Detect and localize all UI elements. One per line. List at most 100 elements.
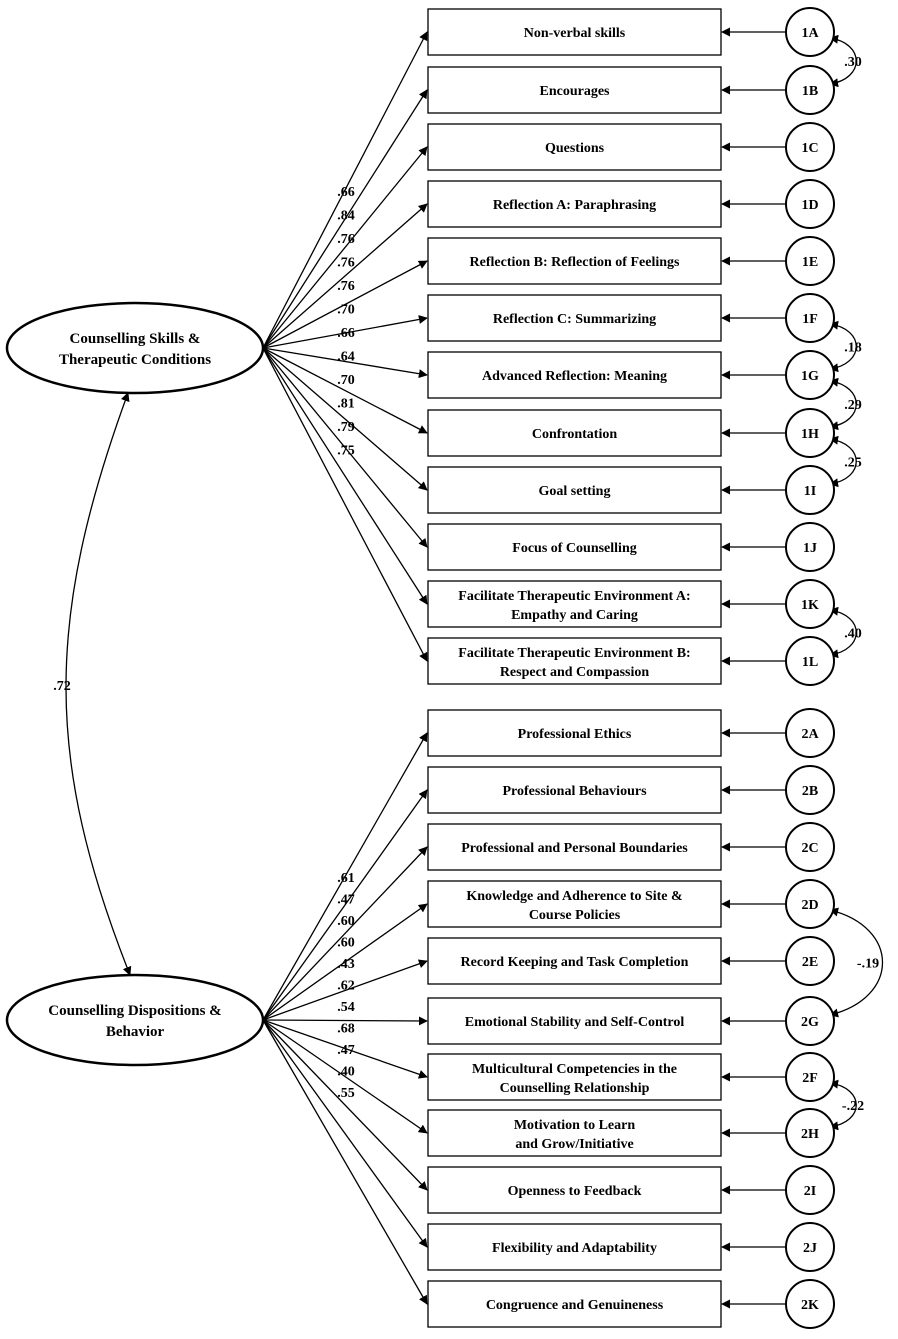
error-covariance-value: -.19 [857, 957, 879, 972]
indicator-label: Professional Behaviours [502, 784, 647, 799]
error-term-label: 2I [804, 1184, 816, 1199]
error-term-circle [785, 579, 835, 629]
loading-value: .75 [337, 444, 355, 459]
error-term-label: 2A [801, 727, 819, 742]
indicator-box [427, 66, 722, 114]
error-term-circle [785, 408, 835, 458]
error-term-label: 1C [801, 141, 818, 156]
error-term-circle [785, 236, 835, 286]
indicator-box [427, 1166, 722, 1214]
loading-value: .70 [337, 303, 355, 318]
indicator-label: Facilitate Therapeutic Environment B: [458, 646, 690, 661]
indicator-box [427, 523, 722, 571]
error-term-circle [785, 522, 835, 572]
error-term-label: 2K [801, 1298, 819, 1313]
loading-value: .47 [337, 893, 355, 908]
loading-value: .64 [337, 350, 355, 365]
error-term-circle [785, 765, 835, 815]
loading-arrow [262, 347, 428, 548]
loading-arrow [262, 846, 428, 1021]
error-term-circle [785, 293, 835, 343]
error-term-label: 2C [801, 841, 818, 856]
error-covariance-arrow [829, 907, 883, 1018]
error-covariance-arrow [829, 377, 857, 431]
indicator-box [427, 123, 722, 171]
loading-arrow [262, 789, 428, 1021]
latent-factor-ellipse [5, 301, 265, 395]
error-term-label: 1B [802, 84, 818, 99]
error-term-label: 1F [802, 312, 818, 327]
latent-factor-label: Therapeutic Conditions [59, 352, 211, 368]
error-term-circle [785, 1222, 835, 1272]
error-term-circle [785, 65, 835, 115]
indicator-box [427, 766, 722, 814]
indicator-label: Flexibility and Adaptability [492, 1241, 657, 1256]
error-term-circle [785, 996, 835, 1046]
indicator-box [427, 180, 722, 228]
loading-value: .60 [337, 936, 355, 951]
indicator-label: Encourages [540, 84, 611, 99]
error-term-label: 2H [801, 1127, 819, 1142]
error-term-circle [785, 350, 835, 400]
error-term-label: 1I [804, 484, 816, 499]
indicator-label: Professional Ethics [518, 727, 632, 742]
error-term-circle [785, 465, 835, 515]
error-covariance-arrow [829, 606, 857, 659]
indicator-box [427, 1280, 722, 1328]
indicator-label: and Grow/Initiative [515, 1137, 633, 1152]
indicator-label: Respect and Compassion [500, 665, 650, 680]
loading-arrow [262, 347, 428, 662]
loading-arrow [262, 1019, 428, 1248]
indicator-box [427, 637, 722, 685]
indicator-label: Course Policies [529, 908, 621, 923]
indicator-label: Motivation to Learn [514, 1118, 636, 1133]
error-covariance-value: -.22 [842, 1099, 864, 1114]
error-covariance-value: .30 [844, 55, 862, 70]
error-term-circle [785, 708, 835, 758]
indicator-label: Congruence and Genuineness [486, 1298, 664, 1313]
indicator-label: Facilitate Therapeutic Environment A: [458, 589, 690, 604]
indicator-label: Openness to Feedback [508, 1184, 642, 1199]
loading-arrow [262, 1019, 428, 1079]
loading-value: .54 [337, 1000, 355, 1015]
error-term-label: 1A [801, 26, 819, 41]
indicator-box [427, 1053, 722, 1101]
loading-value: .76 [337, 256, 355, 271]
error-term-label: 1G [801, 369, 819, 384]
indicator-label: Non-verbal skills [524, 26, 626, 41]
indicator-box [427, 237, 722, 285]
latent-factor-label: Behavior [106, 1024, 165, 1040]
error-covariance-value: .25 [844, 456, 862, 471]
indicator-box [427, 937, 722, 985]
loading-arrow [262, 1016, 428, 1026]
error-term-label: 1J [803, 541, 817, 556]
loading-value: .47 [337, 1043, 355, 1058]
error-term-circle [785, 122, 835, 172]
error-term-circle [785, 1165, 835, 1215]
error-term-label: 1K [801, 598, 819, 613]
loading-arrow [262, 347, 428, 434]
latent-factor-ellipse [5, 973, 265, 1067]
indicator-box [427, 1109, 722, 1157]
error-term-circle [785, 7, 835, 57]
loading-arrow [262, 31, 428, 349]
loading-value: .79 [337, 420, 355, 435]
error-term-label: 2J [803, 1241, 817, 1256]
loading-arrow [262, 347, 428, 379]
loading-arrow [262, 1019, 428, 1191]
indicator-label: Focus of Counselling [512, 541, 636, 556]
error-covariance-arrow [829, 435, 857, 488]
indicator-box [427, 466, 722, 514]
indicator-box [427, 8, 722, 56]
indicator-label: Knowledge and Adherence to Site & [466, 889, 682, 904]
error-covariance-value: .40 [844, 627, 862, 642]
factor-correlation-arrow [65, 392, 132, 976]
loading-value: .68 [337, 1022, 355, 1037]
loading-value: .55 [337, 1086, 355, 1101]
loading-arrow [262, 732, 428, 1021]
indicator-box [427, 709, 722, 757]
indicator-label: Questions [545, 141, 605, 156]
loading-arrow [262, 1019, 428, 1305]
indicator-label: Reflection C: Summarizing [493, 312, 656, 327]
loading-value: .61 [337, 871, 355, 886]
